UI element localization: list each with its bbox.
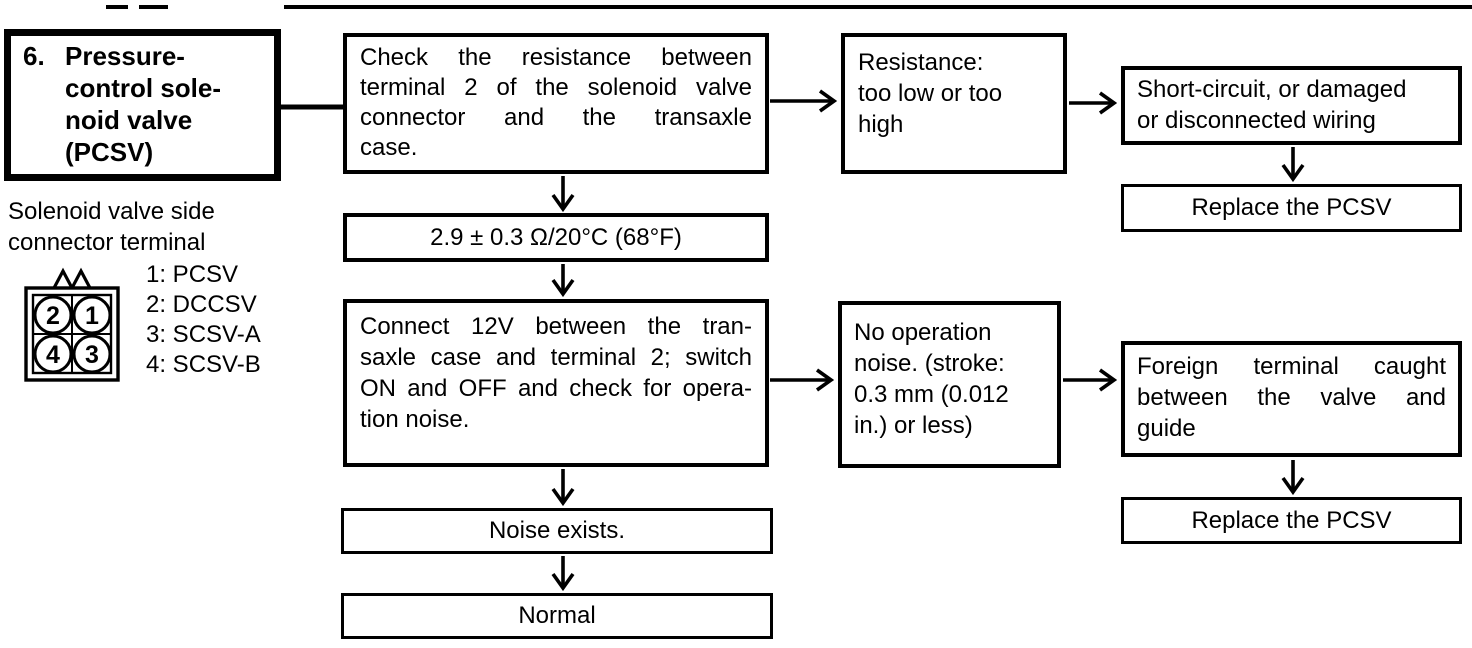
- box-line: terminal 2 of the solenoid valve: [360, 74, 752, 101]
- box-line: Check the resistance between: [360, 44, 752, 71]
- box-line: too low or too: [858, 80, 1003, 107]
- box-line: Short-circuit, or damaged: [1137, 76, 1407, 103]
- legend-item: 2: DCCSV: [146, 291, 257, 318]
- box-line: Resistance:: [858, 49, 984, 76]
- legend-item: 1: PCSV: [146, 261, 239, 288]
- title-line: Pressure-: [65, 41, 185, 71]
- box-line: noise. (stroke:: [854, 350, 1005, 377]
- box-line: connector and the transaxle: [360, 104, 752, 131]
- box-line: Foreign terminal caught: [1137, 353, 1446, 380]
- terminal-circle-2: [33, 295, 73, 335]
- no-operation-noise-box: No operation noise. (stroke: 0.3 mm (0.0…: [838, 301, 1061, 468]
- short-circuit-box: Short-circuit, or damaged or disconnecte…: [1121, 66, 1462, 145]
- connector-note-line: Solenoid valve side: [8, 198, 215, 225]
- box-line: saxle case and terminal 2; switch: [360, 344, 752, 371]
- connect-12v-box: Connect 12V between the tran- saxle case…: [343, 299, 769, 467]
- noise-exists-box: Noise exists.: [341, 508, 773, 554]
- title-line: control sole-: [65, 73, 222, 103]
- replace-pcsv-bottom-box: Replace the PCSV: [1121, 497, 1462, 544]
- title-line: (PCSV): [65, 137, 154, 167]
- resistance-result-box: Resistance: too low or too high: [841, 33, 1067, 174]
- normal-box: Normal: [341, 593, 773, 639]
- box-line: or disconnected wiring: [1137, 107, 1376, 134]
- page-rule: [284, 5, 1472, 9]
- page-rule-dash: [139, 5, 168, 9]
- connector-key-notch: [52, 267, 92, 292]
- normal-label: Normal: [518, 602, 596, 629]
- terminal-number: 4: [46, 341, 60, 369]
- title-box: 6. Pressure- control sole- noid valve (P…: [4, 29, 281, 181]
- title-text: Pressure- control sole- noid valve (PCSV…: [65, 40, 221, 168]
- page-rule-dash: [106, 5, 128, 9]
- box-line: case.: [360, 134, 418, 161]
- connector-note: Solenoid valve side connector terminal: [8, 196, 215, 258]
- title-line: noid valve: [65, 105, 193, 135]
- foreign-terminal-box: Foreign terminal caught between the valv…: [1121, 341, 1462, 457]
- box-line: No operation: [854, 319, 992, 346]
- terminal-circle-3: [72, 334, 112, 374]
- box-line: Connect 12V between the tran-: [360, 313, 752, 340]
- terminal-circle-1: [72, 295, 112, 335]
- legend-item: 4: SCSV-B: [146, 351, 261, 378]
- box-line: tion noise.: [360, 406, 470, 433]
- box-line: high: [858, 111, 904, 138]
- noise-exists-label: Noise exists.: [488, 517, 626, 544]
- resistance-spec-value: 2.9 ± 0.3 Ω/20°C (68°F): [430, 223, 682, 251]
- box-line: 0.3 mm (0.012: [854, 381, 1009, 408]
- connector-note-line: connector terminal: [8, 229, 206, 256]
- box-line: guide: [1137, 415, 1196, 442]
- terminal-circle-4: [33, 334, 73, 374]
- replace-pcsv-label: Replace the PCSV: [1191, 506, 1392, 534]
- terminal-number: 3: [85, 341, 99, 369]
- connector-legend: 1: PCSV 2: DCCSV 3: SCSV-A 4: SCSV-B: [146, 260, 261, 380]
- title-number: 6.: [23, 41, 45, 71]
- connector-pinout-icon: 2 1 4 3: [24, 267, 120, 382]
- replace-pcsv-label: Replace the PCSV: [1191, 194, 1392, 221]
- legend-item: 3: SCSV-A: [146, 321, 261, 348]
- replace-pcsv-top-box: Replace the PCSV: [1121, 184, 1462, 232]
- box-line: in.) or less): [854, 412, 973, 439]
- resistance-spec-box: 2.9 ± 0.3 Ω/20°C (68°F): [343, 213, 769, 262]
- check-resistance-box: Check the resistance between terminal 2 …: [343, 33, 769, 174]
- box-line: between the valve and: [1137, 384, 1446, 411]
- box-line: ON and OFF and check for opera-: [360, 375, 752, 402]
- terminal-number: 1: [85, 302, 99, 330]
- terminal-number: 2: [46, 302, 60, 330]
